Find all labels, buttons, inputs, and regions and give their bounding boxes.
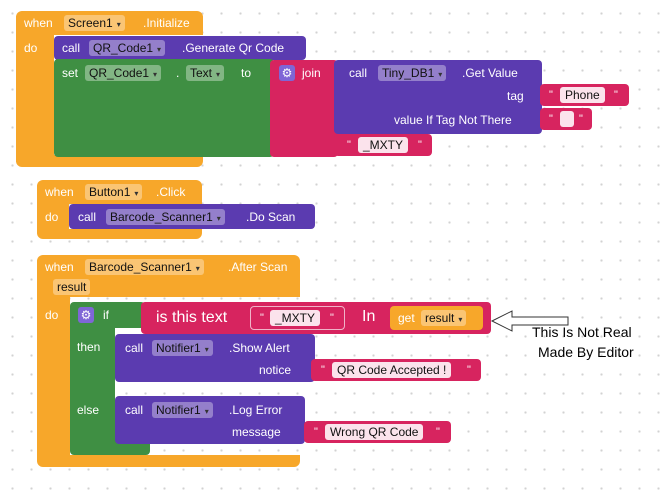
open-quote: ": [549, 113, 553, 125]
get-variable-dropdown[interactable]: result▾: [421, 310, 467, 326]
notifier-component-dropdown[interactable]: Notifier1▾: [152, 402, 213, 418]
then-label: then: [77, 340, 101, 354]
event-footer: [16, 155, 203, 167]
chevron-down-icon: ▾: [116, 20, 121, 29]
close-quote: ": [436, 426, 440, 438]
gear-icon[interactable]: ⚙: [279, 65, 295, 81]
event-name: .Initialize: [143, 16, 190, 30]
do-scan-call[interactable]: [69, 204, 315, 229]
not-there-label: value If Tag Not There: [394, 113, 512, 127]
if-block-rail: [70, 326, 115, 446]
chevron-down-icon: ▾: [438, 70, 443, 79]
call-label: call: [62, 41, 81, 55]
event-header[interactable]: [37, 255, 300, 297]
screen-component-dropdown[interactable]: Screen1▾: [64, 15, 125, 31]
set-text-block[interactable]: [54, 59, 274, 157]
close-quote: ": [579, 113, 583, 125]
search-text-value[interactable]: _MXTY: [270, 310, 321, 326]
event-footer: [37, 229, 202, 239]
chevron-down-icon: ▾: [458, 315, 463, 324]
annotation-line-1: This Is Not Real: [532, 324, 632, 340]
chevron-down-icon: ▾: [134, 189, 139, 198]
to-label: to: [241, 66, 252, 80]
call-label: call: [125, 341, 144, 355]
log-error-call[interactable]: [115, 396, 305, 444]
chevron-down-icon: ▾: [195, 264, 200, 273]
event-left-rail: [16, 34, 54, 162]
scanner-event-dropdown[interactable]: Barcode_Scanner1▾: [85, 259, 204, 275]
event-footer: [37, 455, 300, 467]
do-label: do: [45, 210, 59, 224]
dot-label: .: [176, 66, 180, 80]
set-label: set: [62, 66, 79, 80]
else-label: else: [77, 403, 100, 417]
get-result-block[interactable]: [390, 306, 483, 330]
open-quote: ": [549, 89, 553, 101]
result-parameter[interactable]: result: [53, 279, 91, 295]
annotation-line-2: Made By Editor: [538, 344, 634, 360]
tinydb-get-value-call[interactable]: [334, 60, 542, 134]
message-label: message: [232, 425, 281, 439]
event-left-rail: [37, 296, 70, 458]
chevron-down-icon: ▾: [204, 345, 209, 354]
chevron-down-icon: ▾: [204, 407, 209, 416]
call-label: call: [125, 403, 144, 417]
open-quote: ": [321, 364, 325, 376]
method-name: .Get Value: [462, 66, 518, 80]
close-quote: ": [614, 89, 618, 101]
close-quote: ": [330, 312, 334, 324]
tinydb-component-dropdown[interactable]: Tiny_DB1▾: [378, 65, 447, 81]
tag-label: tag: [507, 89, 524, 103]
chevron-down-icon: ▾: [157, 45, 162, 54]
open-quote: ": [260, 312, 264, 324]
button-component-dropdown[interactable]: Button1▾: [85, 184, 143, 200]
event-name: .After Scan: [228, 260, 288, 274]
suffix-value[interactable]: _MXTY: [358, 137, 409, 153]
call-label: call: [349, 66, 368, 80]
close-quote: ": [418, 139, 422, 151]
event-header[interactable]: [16, 11, 203, 35]
is-this-text-label: is this text: [156, 309, 228, 326]
message-value[interactable]: Wrong QR Code: [325, 424, 424, 440]
if-label: if: [103, 308, 109, 322]
chevron-down-icon: ▾: [216, 214, 221, 223]
call-label: call: [78, 210, 97, 224]
notice-label: notice: [259, 363, 292, 377]
open-quote: ": [314, 426, 318, 438]
get-label: get: [398, 311, 415, 325]
notifier-component-dropdown[interactable]: Notifier1▾: [152, 340, 213, 356]
when-label: when: [24, 16, 53, 30]
notice-value[interactable]: QR Code Accepted !: [332, 362, 452, 378]
method-name: .Show Alert: [229, 341, 290, 355]
in-label: In: [362, 308, 376, 325]
event-left-rail: [37, 203, 69, 231]
gear-icon[interactable]: ⚙: [78, 307, 94, 323]
event-name: .Click: [156, 185, 186, 199]
event-header[interactable]: [37, 180, 202, 204]
method-name: .Do Scan: [246, 210, 296, 224]
method-name: .Generate Qr Code: [182, 41, 285, 55]
when-label: when: [45, 260, 74, 274]
chevron-down-icon: ▾: [153, 70, 158, 79]
generate-qr-call[interactable]: [54, 36, 306, 60]
method-name: .Log Error: [229, 403, 283, 417]
join-label: join: [302, 66, 321, 80]
default-value[interactable]: [560, 111, 574, 127]
scanner-component-dropdown[interactable]: Barcode_Scanner1▾: [106, 209, 225, 225]
qr-component-dropdown[interactable]: QR_Code1▾: [89, 40, 166, 56]
tag-value[interactable]: Phone: [560, 87, 605, 103]
chevron-down-icon: ▾: [216, 70, 221, 79]
property-dropdown[interactable]: Text▾: [186, 65, 225, 81]
set-component-dropdown[interactable]: QR_Code1▾: [85, 65, 162, 81]
show-alert-call[interactable]: [115, 334, 315, 382]
do-label: do: [45, 308, 59, 322]
open-quote: ": [347, 139, 351, 151]
arrow-left-icon: [490, 310, 569, 332]
when-label: when: [45, 185, 74, 199]
close-quote: ": [467, 364, 471, 376]
do-label: do: [24, 41, 38, 55]
